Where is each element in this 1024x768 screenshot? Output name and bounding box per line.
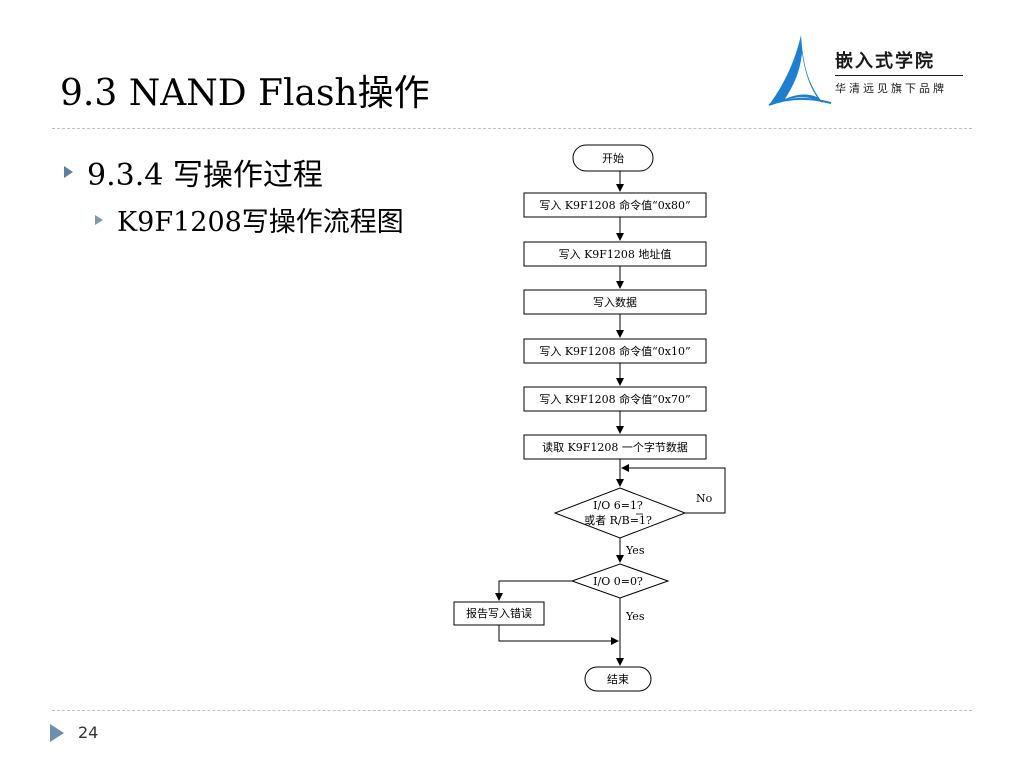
flowchart: 开始 写入 K9F1208 命令值“0x80” 写入 K9F1208 地址值 写… <box>453 144 726 692</box>
flow-step-label: 写入数据 <box>593 295 637 309</box>
footer-divider <box>52 710 972 711</box>
slide-title: 9.3 NAND Flash操作 <box>60 73 430 114</box>
bullet-level2: K9F1208写操作流程图 <box>95 200 404 239</box>
bullet-triangle-icon <box>64 166 73 178</box>
flow-decision-io6 <box>553 487 687 539</box>
flow-step-label: 写入 K9F1208 地址值 <box>559 247 672 261</box>
flow-end-terminal <box>584 666 652 692</box>
flow-step-box <box>523 434 707 460</box>
flow-step-box <box>523 192 707 218</box>
flow-no-label: No <box>696 492 713 505</box>
page-number: 24 <box>78 723 99 742</box>
flow-yes-label: Yes <box>625 544 645 557</box>
header-divider <box>52 128 972 129</box>
bullet-triangle-icon <box>95 214 103 225</box>
bullet-text: K9F1208写操作流程图 <box>117 207 404 238</box>
bullet-text: 9.3.4 写操作过程 <box>87 158 323 193</box>
logo-sail-icon <box>768 35 832 106</box>
flow-decision1-line2: 或者 R/B=1? <box>584 514 652 527</box>
flow-step-box <box>523 338 707 364</box>
flow-step-label: 写入 K9F1208 命令值“0x70” <box>539 392 690 406</box>
flow-step-label: 读取 K9F1208 一个字节数据 <box>542 440 688 454</box>
logo-tagline: 华清远见旗下品牌 <box>835 82 947 95</box>
logo-name: 嵌入式学院 <box>835 51 935 72</box>
flow-yes-label: Yes <box>625 610 645 623</box>
flow-step-box <box>523 386 707 412</box>
flow-decision1-line1: I/O 6=1? <box>593 499 643 512</box>
flow-start-label: 开始 <box>602 151 624 165</box>
flow-step-label: 写入 K9F1208 命令值“0x80” <box>539 198 690 212</box>
flow-step-box <box>523 289 707 315</box>
logo-underline <box>835 75 963 76</box>
bullet-level1: 9.3.4 写操作过程 <box>64 150 323 194</box>
flow-step-box <box>523 241 707 267</box>
flow-end-label: 结束 <box>607 673 629 686</box>
flow-error-label: 报告写入错误 <box>466 606 532 620</box>
footer-triangle-icon <box>50 724 64 742</box>
flow-decision2-label: I/O 0=0? <box>593 575 643 588</box>
flow-step-label: 写入 K9F1208 命令值“0x10” <box>539 344 690 358</box>
flow-start-terminal <box>572 144 654 172</box>
logo: 嵌入式学院 华清远见旗下品牌 <box>765 33 970 108</box>
